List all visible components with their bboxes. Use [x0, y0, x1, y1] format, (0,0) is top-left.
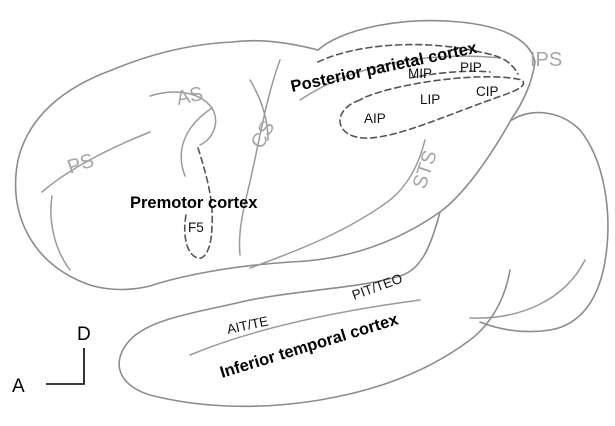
orientation-axes [46, 348, 84, 384]
label-ait-te: AIT/TE [226, 314, 270, 337]
label-cs: CS [247, 117, 279, 152]
label-aip: AIP [364, 111, 386, 126]
label-pip: PIP [460, 60, 482, 75]
central-sulcus [239, 60, 280, 255]
label-ps: PS [65, 150, 97, 179]
label-sts: STS [409, 148, 442, 192]
frontal-fold [51, 196, 70, 270]
label-premotor-cortex: Premotor cortex [130, 194, 258, 212]
label-cip: CIP [476, 84, 499, 99]
label-pit-teo: PIT/TEO [350, 271, 404, 303]
label-posterior-parietal-cortex: Posterior parietal cortex [289, 39, 479, 96]
axis-anterior-label: A [12, 376, 25, 397]
label-as: AS [174, 83, 205, 110]
axis-dorsal-label: D [77, 324, 91, 345]
cerebellum-outline [480, 113, 608, 332]
principal-sulcus [42, 132, 150, 192]
label-lip: LIP [420, 92, 440, 107]
cerebellum-fold [470, 260, 585, 318]
label-ips: IPS [530, 49, 562, 71]
temporal-lobe-outline [119, 212, 510, 406]
label-f5: F5 [188, 220, 204, 235]
superior-temporal-sulcus [250, 140, 425, 268]
